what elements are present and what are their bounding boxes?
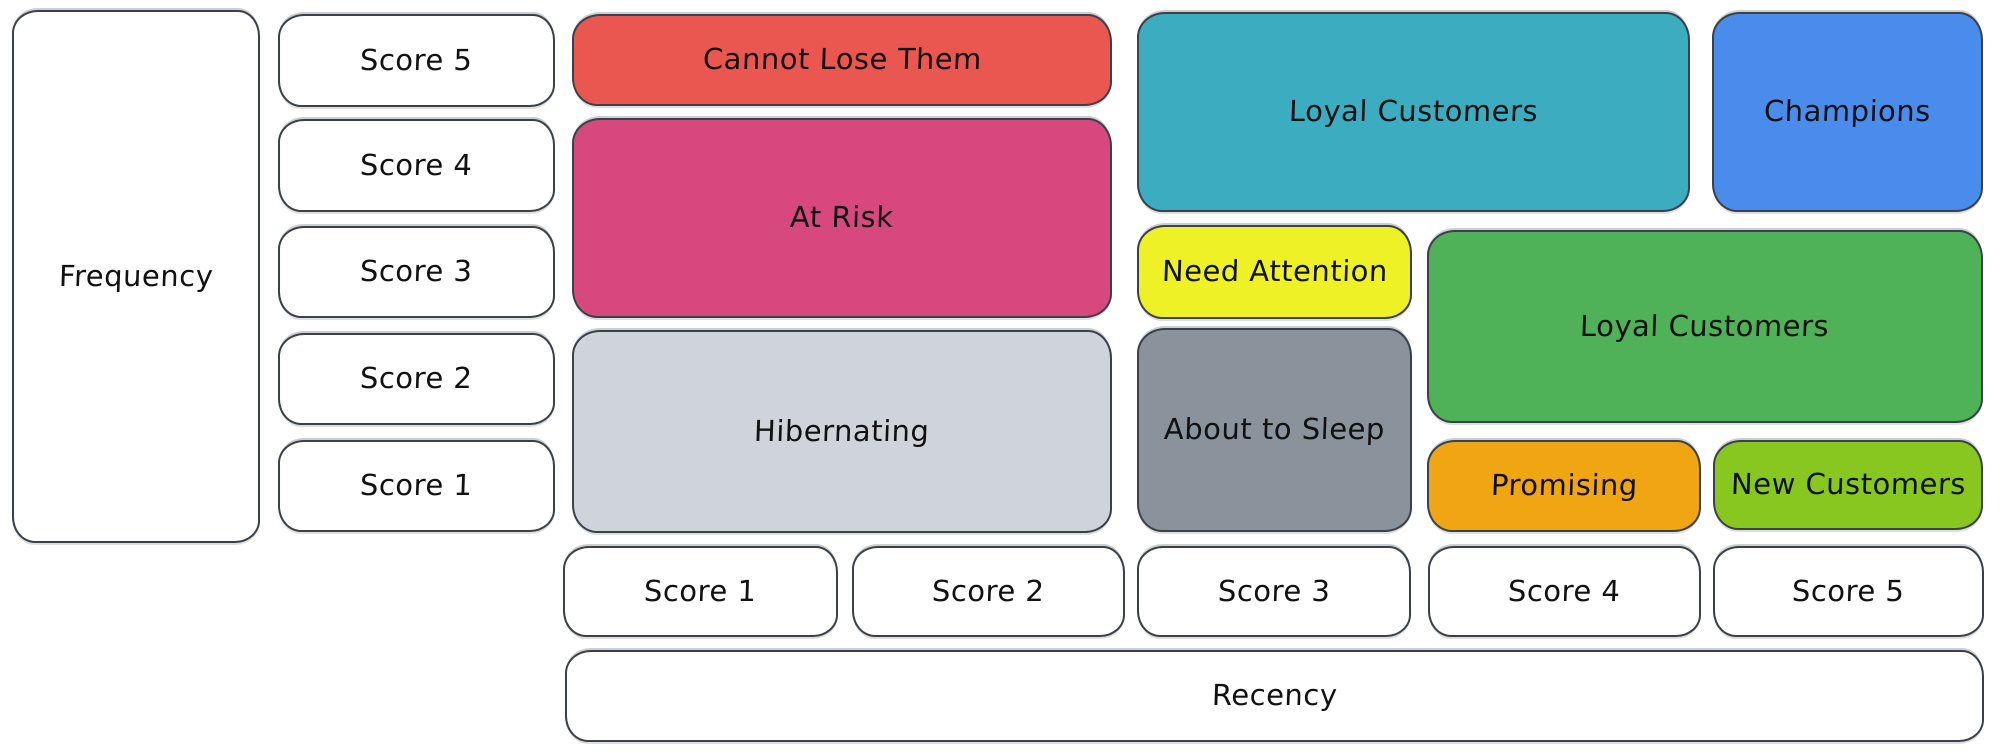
segment-loyal-customers-green: Loyal Customers [1427, 230, 1983, 423]
frequency-score-5-label: Score 5 [359, 42, 474, 77]
recency-score-4-box: Score 4 [1428, 546, 1701, 637]
segment-about-to-sleep-label: About to Sleep [1163, 412, 1386, 447]
frequency-score-4-label: Score 4 [359, 147, 474, 182]
recency-score-1-label: Score 1 [643, 573, 758, 608]
segment-new-customers: New Customers [1713, 440, 1983, 530]
frequency-axis-box: Frequency [12, 10, 260, 543]
frequency-score-3-box: Score 3 [278, 226, 555, 318]
recency-axis-label: Recency [1211, 678, 1338, 713]
recency-score-3-box: Score 3 [1137, 546, 1411, 637]
segment-promising-label: Promising [1490, 468, 1639, 503]
recency-score-2-box: Score 2 [852, 546, 1125, 637]
segment-need-attention-label: Need Attention [1161, 254, 1389, 289]
segment-new-customers-label: New Customers [1729, 467, 1967, 502]
recency-score-2-label: Score 2 [931, 573, 1046, 608]
recency-score-5-label: Score 5 [1791, 573, 1906, 608]
segment-cannot-lose-them: Cannot Lose Them [572, 14, 1112, 106]
frequency-score-4-box: Score 4 [278, 119, 555, 212]
segment-at-risk-label: At Risk [789, 200, 895, 235]
recency-score-3-label: Score 3 [1217, 573, 1331, 608]
segment-cannot-lose-them-label: Cannot Lose Them [702, 42, 983, 77]
frequency-score-1-box: Score 1 [278, 440, 555, 532]
segment-need-attention: Need Attention [1137, 225, 1412, 319]
segment-champions-label: Champions [1763, 94, 1932, 129]
segment-at-risk: At Risk [572, 118, 1112, 318]
segment-loyal-customers-green-label: Loyal Customers [1579, 308, 1831, 343]
segment-loyal-customers-teal-label: Loyal Customers [1288, 94, 1539, 129]
recency-score-4-label: Score 4 [1507, 573, 1622, 608]
frequency-score-2-label: Score 2 [359, 361, 474, 396]
recency-score-1-box: Score 1 [563, 546, 838, 637]
frequency-score-1-label: Score 1 [359, 468, 474, 503]
segment-hibernating: Hibernating [572, 330, 1112, 533]
segment-loyal-customers-teal: Loyal Customers [1137, 12, 1690, 212]
segment-promising: Promising [1427, 440, 1701, 532]
segment-about-to-sleep: About to Sleep [1137, 328, 1412, 532]
frequency-axis-label: Frequency [58, 258, 214, 293]
recency-score-5-box: Score 5 [1713, 546, 1984, 637]
segment-hibernating-label: Hibernating [753, 413, 931, 448]
frequency-score-5-box: Score 5 [278, 14, 555, 107]
segment-champions: Champions [1712, 12, 1983, 212]
frequency-score-2-box: Score 2 [278, 333, 555, 425]
recency-axis-box: Recency [565, 650, 1984, 742]
frequency-score-3-label: Score 3 [359, 254, 474, 289]
